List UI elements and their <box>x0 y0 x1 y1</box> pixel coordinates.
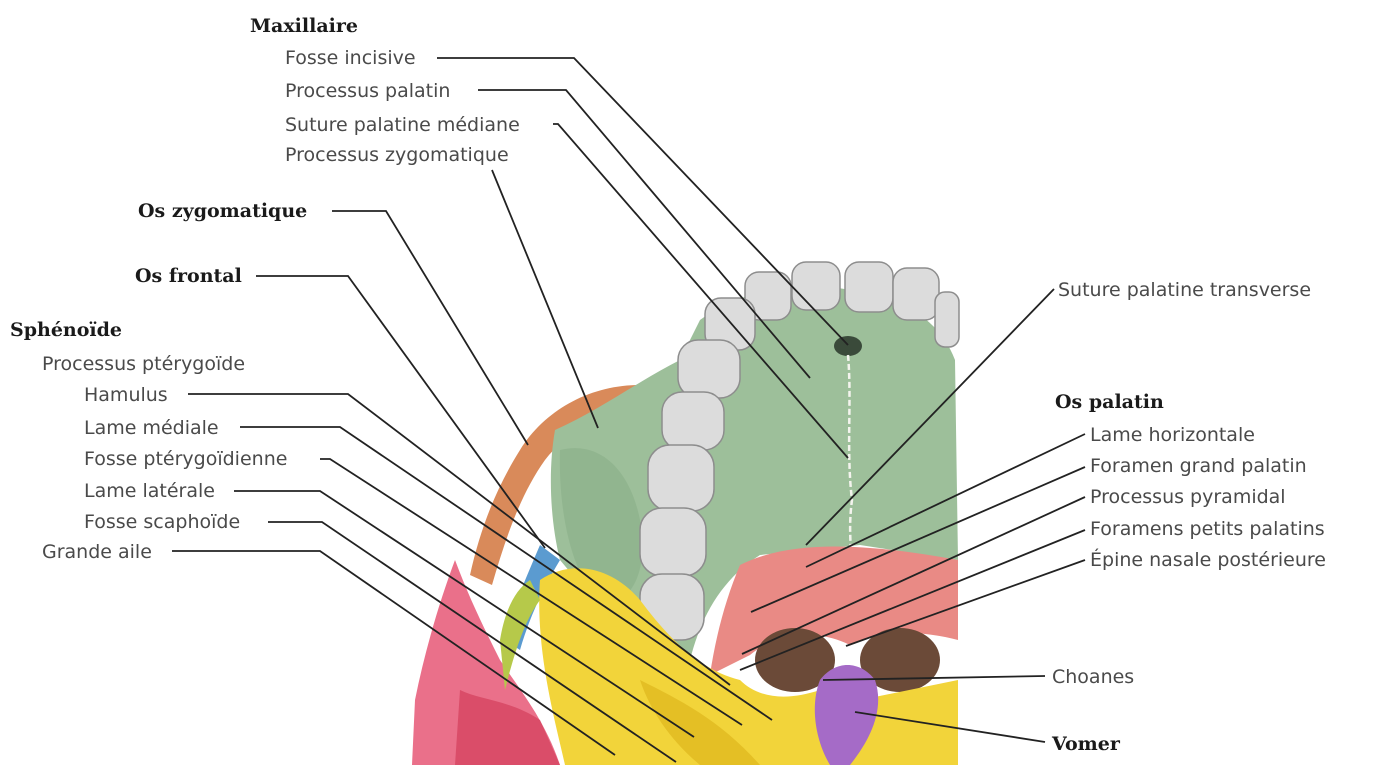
label-fosse-incisive: Fosse incisive <box>285 47 416 69</box>
label-hamulus: Hamulus <box>84 384 168 406</box>
label-vomer: Vomer <box>1051 733 1121 755</box>
label-epine-nasale-posterieure: Épine nasale postérieure <box>1090 548 1326 571</box>
label-foramen-grand-palatin: Foramen grand palatin <box>1090 455 1307 477</box>
label-os-palatin: Os palatin <box>1055 391 1164 413</box>
label-processus-pyramidal: Processus pyramidal <box>1090 486 1286 508</box>
label-os-zygomatique: Os zygomatique <box>138 200 307 222</box>
label-choanes: Choanes <box>1052 666 1134 688</box>
label-processus-zygomatique: Processus zygomatique <box>285 144 509 166</box>
incisive-fossa <box>834 336 862 356</box>
label-grande-aile: Grande aile <box>42 541 152 563</box>
label-lame-laterale: Lame latérale <box>84 480 215 502</box>
label-lame-mediale: Lame médiale <box>84 417 219 439</box>
label-foramens-petits-palatins: Foramens petits palatins <box>1090 518 1325 540</box>
label-suture-palatine-mediane: Suture palatine médiane <box>285 114 520 136</box>
label-fosse-pterygoidienne: Fosse ptérygoïdienne <box>84 448 287 470</box>
label-maxillaire: Maxillaire <box>250 15 358 37</box>
label-lame-horizontale: Lame horizontale <box>1090 424 1255 446</box>
label-processus-pterygoide: Processus ptérygoïde <box>42 353 245 375</box>
label-sphenoide: Sphénoïde <box>10 319 122 341</box>
label-suture-palatine-transverse: Suture palatine transverse <box>1058 279 1311 301</box>
pterygoid-stripe <box>500 580 540 690</box>
label-fosse-scaphoide: Fosse scaphoïde <box>84 511 240 533</box>
label-os-frontal: Os frontal <box>135 265 242 287</box>
label-processus-palatin: Processus palatin <box>285 80 450 102</box>
